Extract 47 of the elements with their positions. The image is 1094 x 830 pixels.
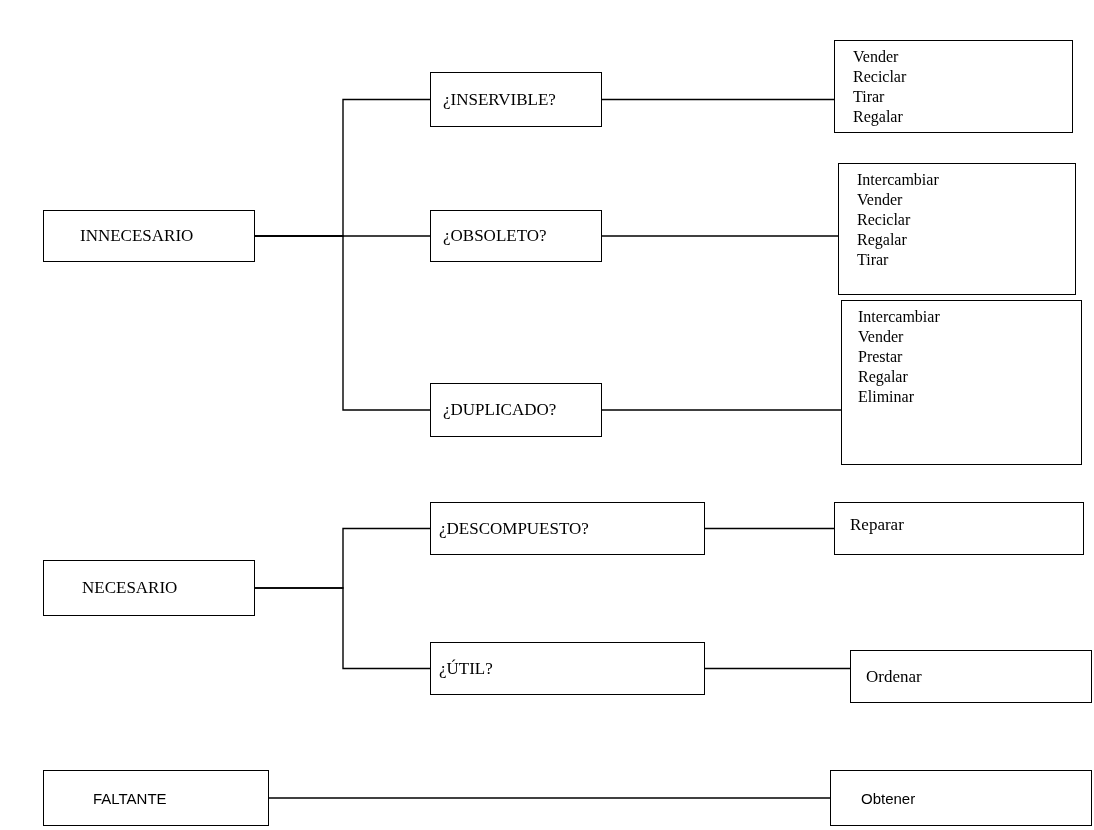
box-text: Tirar bbox=[853, 87, 885, 107]
category-box bbox=[834, 502, 1084, 555]
box-text: Vender bbox=[858, 327, 904, 347]
box-text: Ordenar bbox=[866, 666, 922, 687]
category-box bbox=[430, 210, 602, 262]
box-text: FALTANTE bbox=[93, 789, 167, 807]
options-box bbox=[838, 163, 1076, 295]
category-box bbox=[43, 770, 269, 826]
box-text: NECESARIO bbox=[82, 578, 178, 598]
box-text: Reciclar bbox=[857, 210, 911, 230]
category-box bbox=[430, 72, 602, 127]
box-text: Intercambiar bbox=[857, 170, 939, 190]
box-text: Reciclar bbox=[853, 67, 907, 87]
connector-line bbox=[601, 409, 842, 411]
box-text: Tirar bbox=[857, 250, 889, 270]
category-box bbox=[430, 642, 705, 695]
box-text: Intercambiar bbox=[858, 307, 940, 327]
box-text: Obtener bbox=[861, 789, 916, 807]
connector-line bbox=[254, 235, 431, 411]
box-text: Vender bbox=[857, 190, 903, 210]
options-box bbox=[841, 300, 1082, 465]
box-text: Reparar bbox=[850, 515, 904, 535]
connector-line bbox=[601, 98, 835, 101]
category-box bbox=[430, 502, 705, 555]
connector-line bbox=[268, 797, 831, 799]
box-text: Prestar bbox=[858, 347, 903, 367]
box-text: Eliminar bbox=[858, 387, 914, 407]
box-text: Regalar bbox=[857, 230, 907, 250]
category-box bbox=[830, 770, 1092, 826]
box-text: ¿INSERVIBLE? bbox=[443, 89, 556, 110]
box-text: ¿OBSOLETO? bbox=[443, 226, 547, 246]
connector-line bbox=[601, 235, 839, 237]
connector-line bbox=[254, 587, 431, 670]
box-text: ¿ÚTIL? bbox=[439, 658, 493, 679]
category-box bbox=[43, 210, 255, 262]
category-box bbox=[850, 650, 1092, 703]
connector-line bbox=[704, 527, 835, 530]
box-text: Regalar bbox=[858, 367, 908, 387]
box-text: ¿DUPLICADO? bbox=[443, 400, 557, 420]
category-box bbox=[43, 560, 255, 616]
category-box bbox=[430, 383, 602, 437]
connector-line bbox=[704, 667, 851, 670]
box-text: Vender bbox=[853, 47, 899, 67]
options-box bbox=[834, 40, 1073, 133]
box-text: Regalar bbox=[853, 107, 903, 127]
box-text: ¿DESCOMPUESTO? bbox=[439, 518, 589, 539]
box-text: INNECESARIO bbox=[80, 226, 194, 246]
